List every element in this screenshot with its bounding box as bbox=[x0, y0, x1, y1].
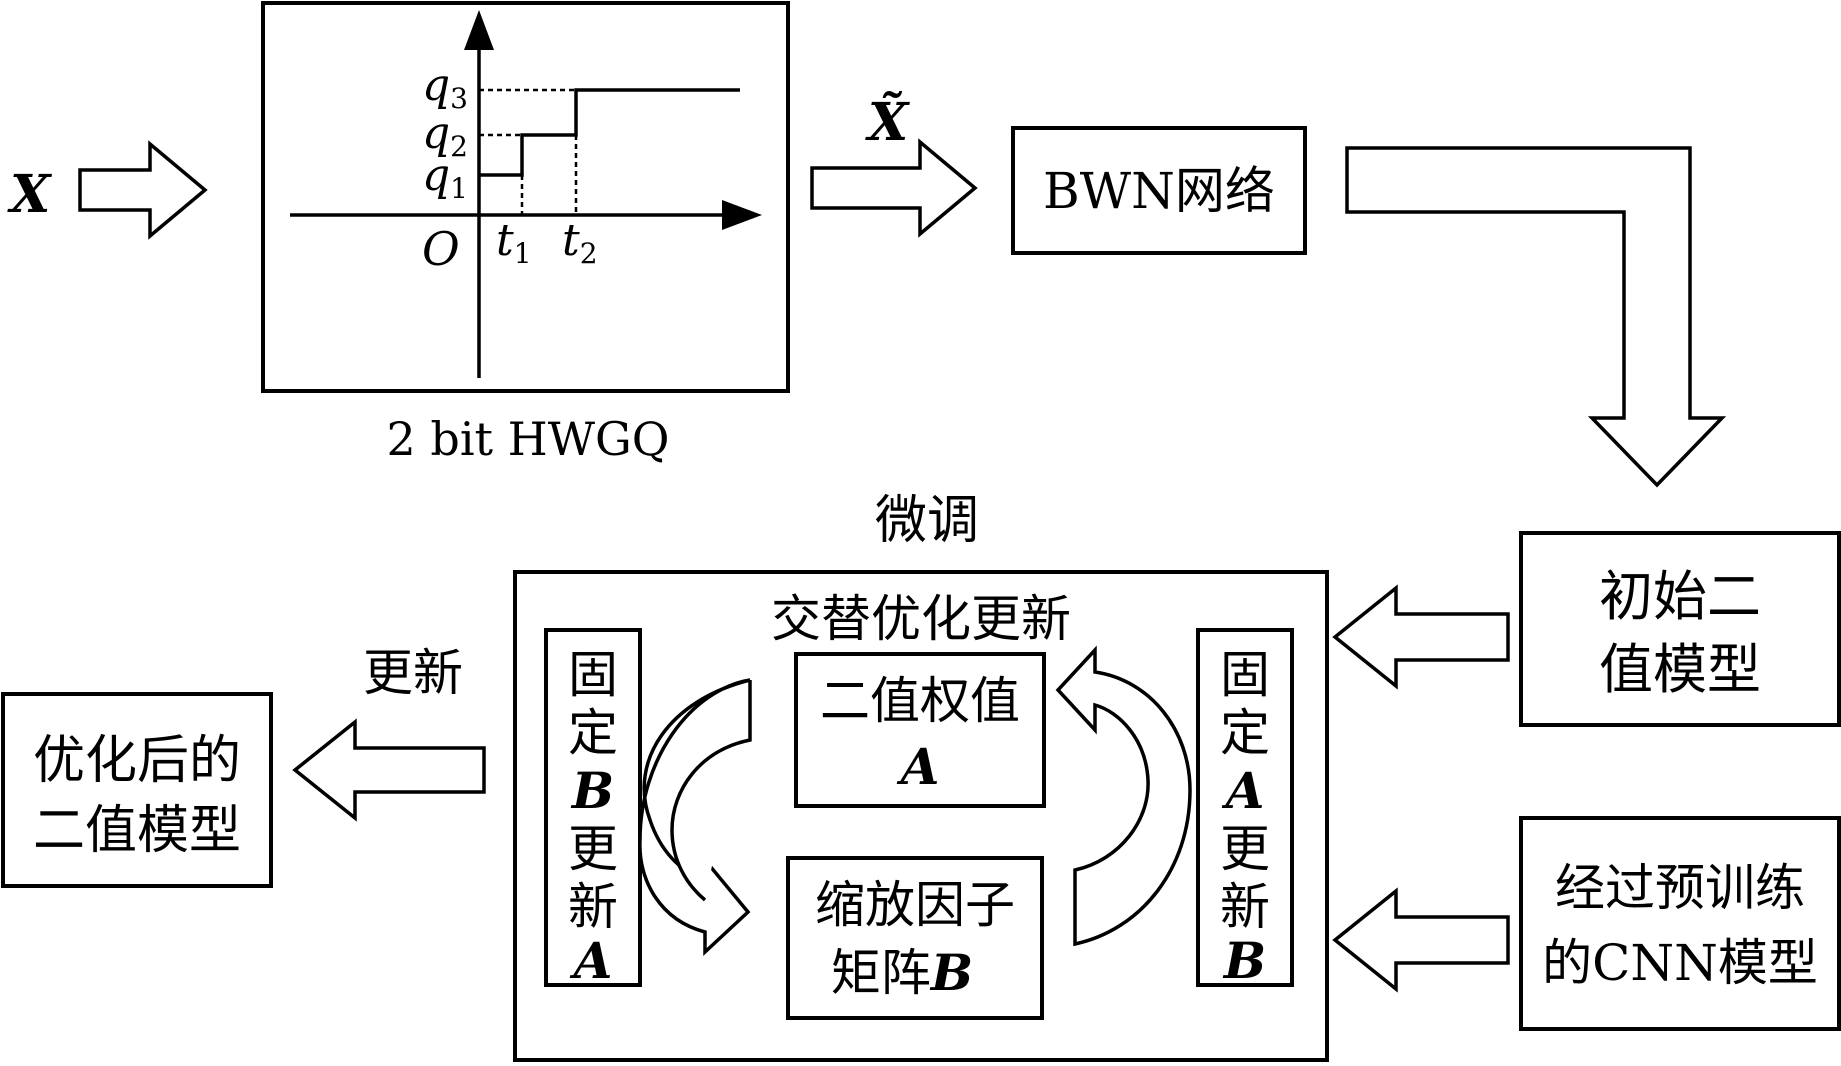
alternating-update-title: 交替优化更新 bbox=[771, 590, 1071, 648]
x-axis-arrowhead bbox=[722, 200, 762, 230]
input-x-label: X bbox=[7, 164, 53, 225]
fix-a-char-4: 更 bbox=[1220, 820, 1270, 878]
q2-label: q2 bbox=[422, 108, 468, 163]
fix-a-update-b-text: 固 定 A 更 新 B bbox=[1220, 646, 1270, 990]
arrow-bwn-to-initial bbox=[1345, 146, 1727, 488]
pretrained-cnn-box bbox=[1519, 816, 1841, 1031]
scale-matrix-line1: 缩放因子 bbox=[815, 876, 1015, 934]
fix-b-char-2: 定 bbox=[568, 704, 618, 762]
bwn-box bbox=[1011, 126, 1307, 255]
hwgq-plot bbox=[290, 10, 762, 378]
arrow-hwgq-to-bwn bbox=[810, 138, 978, 238]
fix-a-char-1: 固 bbox=[1220, 646, 1270, 704]
fix-b-char-3: B bbox=[570, 761, 614, 820]
arrow-x-to-hwgq bbox=[78, 140, 208, 240]
curved-arrow-a-to-b-tail bbox=[670, 680, 752, 902]
q3-label: q3 bbox=[422, 60, 468, 115]
fix-a-char-3: A bbox=[1222, 761, 1265, 820]
bwn-label: BWN网络 bbox=[1043, 162, 1275, 220]
initial-binary-model-line1: 初始二 bbox=[1599, 565, 1761, 628]
fix-b-update-a-box bbox=[544, 628, 642, 987]
arrow-initial-to-finetune bbox=[1332, 584, 1510, 690]
hwgq-box bbox=[261, 1, 790, 393]
fix-a-char-2: 定 bbox=[1220, 704, 1270, 762]
optimized-model-box bbox=[1, 692, 273, 888]
binary-weights-label: 二值权值 bbox=[820, 672, 1020, 730]
fix-a-char-6: B bbox=[1222, 931, 1266, 990]
binary-weights-box bbox=[794, 652, 1046, 808]
initial-binary-model-line2: 值模型 bbox=[1599, 638, 1761, 701]
y-axis-arrowhead bbox=[464, 10, 494, 50]
t1-label: t1 bbox=[496, 215, 532, 270]
binary-weights-var: A bbox=[897, 737, 940, 796]
fix-b-char-6: A bbox=[570, 931, 613, 990]
optimized-model-line1: 优化后的 bbox=[33, 731, 241, 791]
t2-label: t2 bbox=[562, 215, 598, 270]
initial-binary-model-box bbox=[1519, 531, 1841, 727]
scale-matrix-box bbox=[786, 856, 1044, 1020]
pretrained-cnn-line1: 经过预训练 bbox=[1555, 859, 1805, 917]
arrow-finetune-to-optimized bbox=[292, 718, 486, 822]
origin-label: O bbox=[422, 222, 460, 276]
update-label: 更新 bbox=[363, 644, 463, 702]
q1-label: q1 bbox=[422, 150, 468, 205]
x-tilde-label: X̃ bbox=[865, 92, 911, 153]
arrow-cnn-to-finetune bbox=[1332, 887, 1510, 993]
fix-b-char-1: 固 bbox=[568, 646, 618, 704]
optimized-model-line2: 二值模型 bbox=[33, 801, 241, 861]
step-function-line bbox=[479, 88, 740, 177]
fix-a-update-b-box bbox=[1196, 628, 1294, 987]
scale-matrix-line2: 矩阵B bbox=[831, 943, 973, 1002]
fix-b-char-4: 更 bbox=[568, 820, 618, 878]
fix-a-char-5: 新 bbox=[1220, 878, 1270, 936]
hwgq-caption: 2 bit HWGQ bbox=[386, 412, 669, 466]
fix-b-char-5: 新 bbox=[568, 878, 618, 936]
finetune-title: 微调 bbox=[875, 491, 979, 551]
curved-arrow-b-to-a bbox=[1055, 645, 1192, 947]
curved-arrow-a-to-b bbox=[638, 678, 751, 957]
pretrained-cnn-line2: 的CNN模型 bbox=[1542, 934, 1818, 992]
fix-b-update-a-text: 固 定 B 更 新 A bbox=[568, 646, 618, 990]
